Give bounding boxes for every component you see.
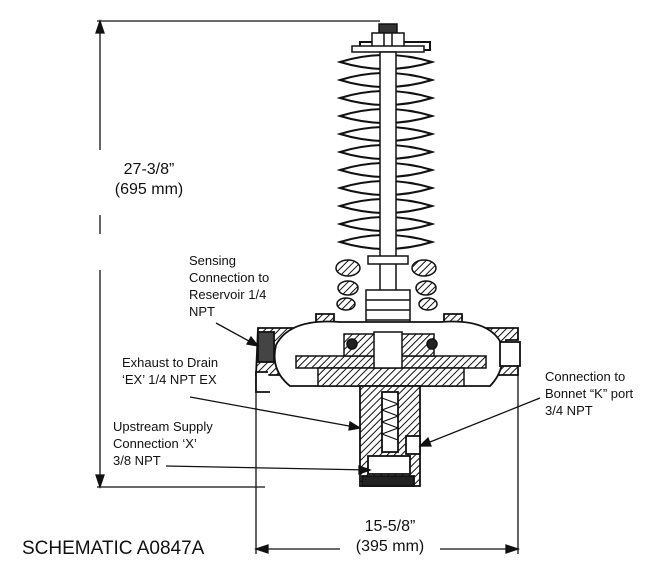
exhaust-drain-callout: Exhaust to Drain ‘EX’ 1/4 NPT EX <box>122 355 219 387</box>
height-imperial: 27-3/8” <box>123 161 175 178</box>
width-imperial: 15-5/8” <box>364 518 416 535</box>
sensing-connection-callout: Sensing Connection to Reservoir 1/4 NPT <box>189 253 270 319</box>
top-nut <box>351 23 425 53</box>
height-metric: (695 mm) <box>114 181 184 198</box>
bonnet-connection-callout: Connection to Bonnet “K” port 3/4 NPT <box>545 369 634 418</box>
width-metric: (395 mm) <box>355 538 425 555</box>
schematic-label: SCHEMATIC A0847A <box>22 538 205 559</box>
upstream-supply-callout: Upstream Supply Connection ‘X’ 3/8 NPT <box>113 419 213 468</box>
spring-coils <box>336 41 436 250</box>
height-dimension-label: 27-3/8” (695 mm) <box>104 160 194 200</box>
lower-spring-coils <box>335 259 438 311</box>
height-dimension-line <box>95 18 380 490</box>
width-dimension-label: 15-5/8” (395 mm) <box>338 517 442 557</box>
diaphragm-plate <box>295 331 487 387</box>
width-dimension-line <box>253 375 521 554</box>
callout-leaders <box>165 322 541 475</box>
